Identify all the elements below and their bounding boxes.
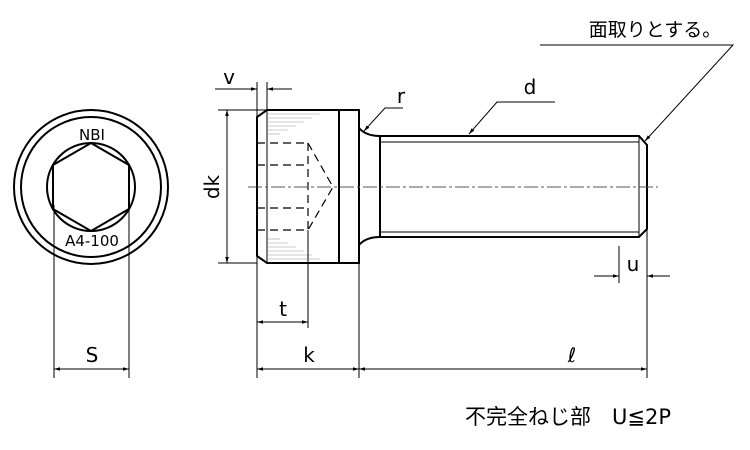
end-view: NBI A4-100 S	[13, 109, 169, 378]
head-chamfer-circle	[20, 116, 162, 258]
side-view: v dk t k ℓ u r d 面取りとする。	[200, 19, 735, 378]
r-leader	[363, 107, 403, 132]
s-label: S	[86, 343, 99, 367]
length-label: ℓ	[567, 343, 576, 367]
chamfer-note: 面取りとする。	[589, 19, 721, 41]
dk-label: dk	[200, 174, 224, 199]
brand-marking: NBI	[79, 126, 105, 144]
k-label: k	[303, 343, 315, 367]
socket-circle	[46, 142, 136, 232]
grade-marking: A4-100	[65, 232, 119, 250]
r-label: r	[397, 84, 406, 108]
fillet-top	[358, 127, 381, 137]
u-label: u	[627, 252, 640, 276]
head-outer-circle	[13, 109, 169, 265]
chamfer-leader	[540, 44, 735, 142]
fillet-bottom	[358, 236, 381, 246]
socket-cone	[307, 142, 334, 231]
d-label: d	[524, 75, 537, 99]
v-label: v	[223, 65, 235, 89]
d-leader	[468, 101, 555, 135]
hex-socket	[52, 141, 130, 233]
knurl-hatching	[268, 113, 320, 260]
footer-note: 不完全ねじ部 U≦2P	[465, 405, 671, 429]
t-label: t	[279, 297, 287, 321]
